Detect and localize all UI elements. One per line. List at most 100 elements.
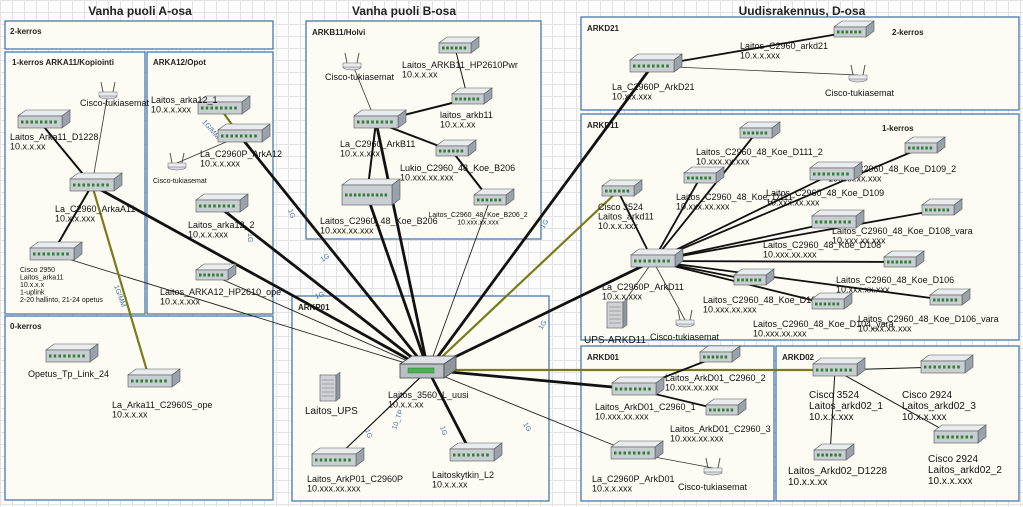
link-speed-label: 1G [286,208,296,219]
device-arkd01_1[interactable]: Laitos_ArkD01_C2960_110.xxx.xx.xxx [595,376,696,422]
device-ups_arkd11[interactable]: UPS-ARKD11 [584,298,646,346]
device-cisco2950[interactable]: Cisco 2950Laitos_arka1110.x.x.x1-uplink2… [20,241,103,304]
device-d108_vara[interactable]: Laitos_C2960_48_Koe_D108_vara10.xxx.xx.x… [832,198,973,246]
area-label-a2: 2-kerros [10,27,42,36]
device-label: La_C2960P_ArkD21 [612,82,695,92]
link-laitos_3560-la_c2960p_arkd21 [426,65,654,371]
link-la_c2960p_arkd11-d111_2 [652,132,757,262]
link-laitos_3560-la_c2960_arkb11 [374,121,430,371]
link-speed-label: 1G [438,425,448,436]
link-laitos_3560-laitos_b206_2 [427,199,491,371]
device-label: La_C2960_ArkB11 [340,139,415,149]
device-label: 10.x.x.xxx [598,221,639,231]
link-laitos_3560-la_c2960p_arkd11 [427,259,654,372]
device-laitos_arka12_1[interactable]: Laitos_arka12_110.x.x.xxx [151,95,251,115]
device-label: Laitos_ARKB11_HP2610Pwr [402,60,518,70]
device-label: Laitos_C2960_48_Koe_B206_2 [428,212,527,219]
device-opetus_tplink[interactable]: Opetus_Tp_Link_24 [28,343,109,379]
device-label: Cisco-tukiasemat [325,72,395,82]
link-laitos_3560-la_c2960p_arkd01 [427,369,634,454]
device-label: 10.x.x.xxx [928,476,972,487]
device-d111_2[interactable]: Laitos_C2960_48_Koe_D111_210.xxx.xx.xxx [696,121,823,167]
device-label: Laitos_ArkD01_C2960_3 [670,424,771,434]
device-label: UPS-ARKD11 [584,335,646,346]
device-laitos_arka12_2[interactable]: Laitos_arka12_210.x.x.xxx [188,193,255,240]
device-cisco_tuki_a11[interactable]: Cisco-tukiasemat [80,81,150,108]
area-label-arkd02: ARKD02 [782,353,815,362]
device-d104_vara[interactable]: Laitos_C2960_48_Koe_D104_vara10.xxx.xx.x… [753,292,894,339]
area-arkb11 [305,20,542,240]
area-label-d1: 1-kerros [882,124,914,133]
device-label: Laitos_ARKA12_HP2610_ope [160,287,281,297]
device-label: Opetus_Tp_Link_24 [28,369,109,379]
device-label: La_C2960P_ArkD01 [592,474,675,484]
device-label: Cisco 2924 [928,454,978,465]
header-b: Vanha puoli B-osa [352,4,456,18]
device-arkd01_3[interactable]: Laitos_ArkD01_C2960_310.xxx.xx.xxx [670,398,771,444]
device-laitos_ups[interactable]: Laitos_UPS [305,371,358,417]
device-label: Laitos_arka11 [20,275,64,282]
device-label: Laitos_UPS [305,406,358,417]
device-label: Laitos_Arka11_D1228 [10,132,98,142]
link-cisco3524_d02-cisco2924_2 [834,369,957,438]
device-arkd01_2[interactable]: Laitos_ArkD01_C2960_210.xxx.xx.xxx [665,345,766,393]
device-label: La_C2960P_ArkA12 [200,149,282,159]
area-a2 [4,20,274,50]
header-d: Uudisrakennus, D-osa [739,4,866,18]
device-label: 10.x.x.xx [440,120,476,130]
link-speed-label: 1G [320,253,332,264]
area-label-arkd11: ARKD11 [587,121,619,130]
device-label: 10.xxx.xx.xxx [665,383,719,393]
link-la_c2960p_arkd21-laitos_c2960_arkd21 [651,31,851,67]
device-cisco_tuki_a12[interactable]: Cisco-tukiasemat [153,152,207,185]
link-la_c2960p_arkd11-d111 [652,177,701,262]
device-label: Laitos_arkd02_2 [928,465,1002,476]
device-label: 10.x.x.xxx [151,105,192,115]
device-cisco_tuki_d01[interactable]: Cisco-tukiasemat [678,457,748,492]
device-label: 10.x.x.xxx [602,292,643,302]
device-label: 10.xxx.xx.xxx [766,198,820,208]
link-la_c2960p_arkd11-d106_vara [652,260,947,301]
device-cisco_tuki_d11[interactable]: Cisco-tukiasemat [650,309,720,342]
device-d106_vara[interactable]: Laitos_C2960_48_Koe_D106_vara10.xxx.xx.x… [858,288,999,334]
device-laitos_b206_2[interactable]: Laitos_C2960_48_Koe_B206_210.xxx.xx.xxx [428,188,528,227]
link-laitos_3560-la_c2960p_arka12 [238,135,430,371]
area-label-a0: 0-kerros [10,322,42,331]
device-label: Laitos_arkd02_1 [809,401,883,412]
device-cisco_tuki_b11[interactable]: Cisco-tukiasemat [325,52,395,82]
device-label: laitos_arkb11 [440,110,493,120]
device-label: 10.xxx.xx.xxx [832,236,886,246]
link-speed-label: 1G [540,218,551,230]
device-cisco_tuki_d21[interactable]: Cisco-tukiasemat [825,64,895,98]
device-label: 1-uplink [20,290,45,297]
